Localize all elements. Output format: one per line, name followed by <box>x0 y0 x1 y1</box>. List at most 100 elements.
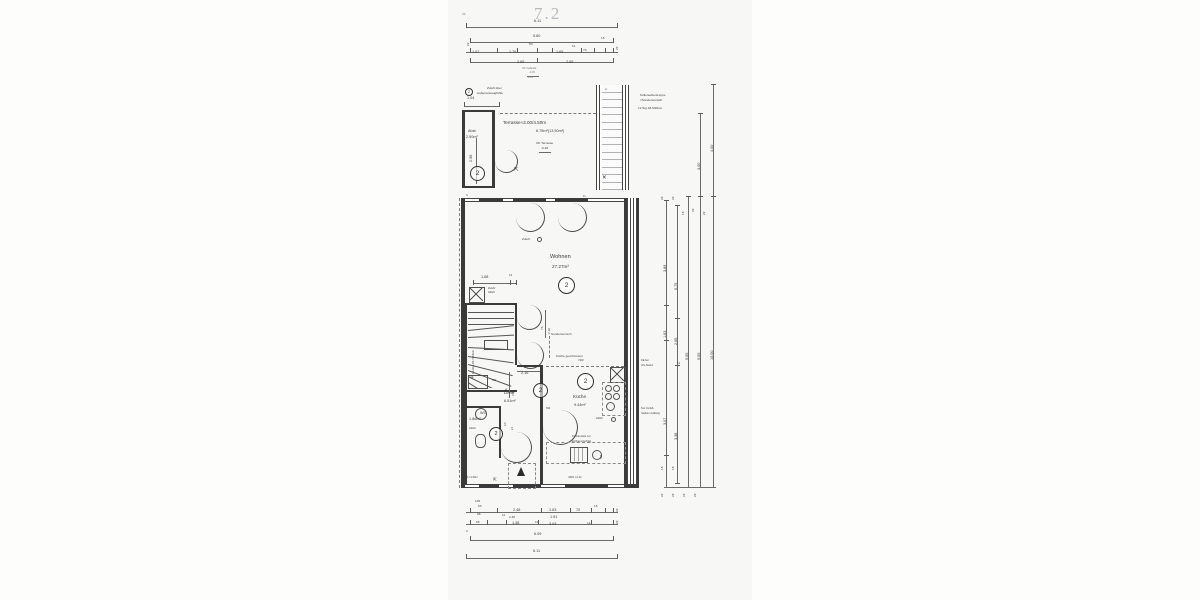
dim-right-9-55-b: 9.55 <box>685 352 689 360</box>
dim-interior-11: 11 <box>509 273 513 277</box>
sonderwunsch-leader <box>549 336 550 358</box>
note-sw-1: SW <box>492 379 497 382</box>
wc-bowl-icon <box>475 434 486 448</box>
dim-tick <box>698 113 703 114</box>
note-sill-left: mBrh.=1.50m <box>462 476 478 479</box>
wall-segment-bottom-4 <box>608 484 624 488</box>
dim-tick <box>487 520 488 525</box>
diele-wall-left <box>465 390 468 486</box>
note-kitchen-closed-2: =SW <box>578 359 584 362</box>
room-number-wc: 2 <box>489 427 503 441</box>
dim-right-small-9: 22 <box>671 493 675 497</box>
dim-tick <box>686 196 691 197</box>
dim-bottom-small-68: 68 <box>477 512 481 516</box>
dim-bottom-small-145: 145 <box>475 499 481 503</box>
abst-door-swing-icon <box>495 150 518 173</box>
dim-right-base <box>664 487 716 488</box>
dim-tick <box>470 48 471 53</box>
dim-top-sub-2: 2.65 <box>566 60 574 64</box>
dim-tick <box>664 200 669 201</box>
dim-right-4-00: 4.00 <box>710 144 714 152</box>
stair-wall-bottom <box>465 390 517 393</box>
dim-right-small-4: 22 <box>691 208 695 212</box>
dim-tick <box>517 48 518 53</box>
dim-tick <box>591 520 592 525</box>
terrace-slope-arrow-icon: ⇱ <box>514 167 519 173</box>
kitchen-counter-right <box>602 382 626 416</box>
dim-bottom-total-outer: 6.11 <box>533 549 541 553</box>
dim-bottom-2-48: 2.48 <box>513 508 521 512</box>
note-ke-og-2: OG-Stand. <box>641 364 654 367</box>
note-sill-right: mBrh.=1.14 <box>568 476 582 479</box>
diele-kueche-partition <box>540 365 543 486</box>
dim-top-seg-3: 1.65 <box>556 50 564 54</box>
wc-wall-top <box>465 406 501 409</box>
dim-right-9-55-a: 9.55 <box>697 352 701 360</box>
stair-wall-left <box>465 303 468 393</box>
dim-bottom-70: 70 <box>576 508 581 512</box>
dim-top-seg-2: 1.76 <box>509 50 517 54</box>
note-kitchen-row-1: Küchenzeile nur <box>572 435 591 438</box>
diele-wall-top <box>517 365 542 368</box>
note-recirc-1: Nur Umluft- <box>641 407 655 410</box>
dim-right-5-75: 5.75 <box>674 282 678 290</box>
cellar-stair-wall-right <box>622 85 629 190</box>
zuluft-valve-icon <box>537 237 543 243</box>
dim-tick <box>541 508 542 513</box>
hob-burner-4-icon <box>613 393 620 400</box>
dim-tick <box>675 365 680 366</box>
dim-right-3-00: 3.00 <box>697 162 701 170</box>
dim-top-small-15: 15 <box>601 36 605 40</box>
dim-bottom-22b: 22 <box>615 520 619 524</box>
dim-tick <box>470 58 471 63</box>
dim-interior-line-1 <box>473 283 517 284</box>
dim-tick <box>464 102 465 107</box>
note-ke-og-1: KE bei <box>641 359 649 362</box>
wall-segment-bottom-2 <box>499 484 513 488</box>
supply-air-symbol-icon: 2 <box>465 88 473 96</box>
wc-door-swing-icon <box>501 432 532 463</box>
dim-top-total-outer-line <box>466 27 618 28</box>
dim-top-sub-1: 2.65 <box>517 60 525 64</box>
note-recirc-2: hauben zulässig <box>641 412 660 415</box>
stair-wall-top <box>465 303 517 306</box>
terrace-door-swing-2-icon <box>558 203 587 232</box>
note-kitchen-row-2: Einbauvorschlag <box>572 440 592 443</box>
dim-bottom-small-2: 2 <box>466 529 468 533</box>
dim-tick <box>605 508 606 513</box>
dim-bottom-small-14: 14 <box>587 521 591 525</box>
room-number-diele: 2 <box>533 383 548 398</box>
dim-right-small-2: 22 <box>671 196 675 200</box>
abluft-valve-icon <box>611 417 617 423</box>
hob-burner-3-icon <box>605 393 612 400</box>
dim-right-small-8: 22 <box>660 493 664 497</box>
dim-abst-depth-line <box>476 138 477 184</box>
note-hwr: HE <box>470 376 474 379</box>
sink-bowl-icon <box>606 402 615 411</box>
dim-tick <box>613 536 614 541</box>
dim-right-d-line <box>700 113 701 487</box>
washbasin-icon <box>475 408 487 420</box>
note-cellar-stair-3: 12.Stg.18.9/26cm <box>638 106 663 110</box>
entry-zone <box>508 463 536 489</box>
shaft-hwr <box>468 375 488 389</box>
dim-right-2-65: 2.65 <box>674 337 678 345</box>
abst-wall-right <box>492 110 495 188</box>
kitchen-unit-lines <box>570 447 586 461</box>
dim-bottom-small-63: 63 <box>478 504 482 508</box>
dim-tick <box>538 520 539 525</box>
dim-tick <box>613 38 614 43</box>
dim-tick <box>497 48 498 53</box>
ground-level-label: OK Gelände <box>522 67 537 70</box>
dim-bottom-22a: 22 <box>615 508 619 512</box>
kitchen-appliance-cross-icon <box>610 367 624 381</box>
dim-tick <box>664 455 669 456</box>
dim-right-b-line <box>677 205 678 483</box>
dim-wc-h: 2.1 <box>511 426 514 430</box>
outer-wall-left <box>461 198 465 488</box>
note-zuluft-abluft-2: Abluft <box>488 291 495 294</box>
room-label-diele: Diele <box>504 390 515 395</box>
stair-wall-right <box>515 303 518 365</box>
dim-top-small-50: 50 <box>529 42 533 46</box>
